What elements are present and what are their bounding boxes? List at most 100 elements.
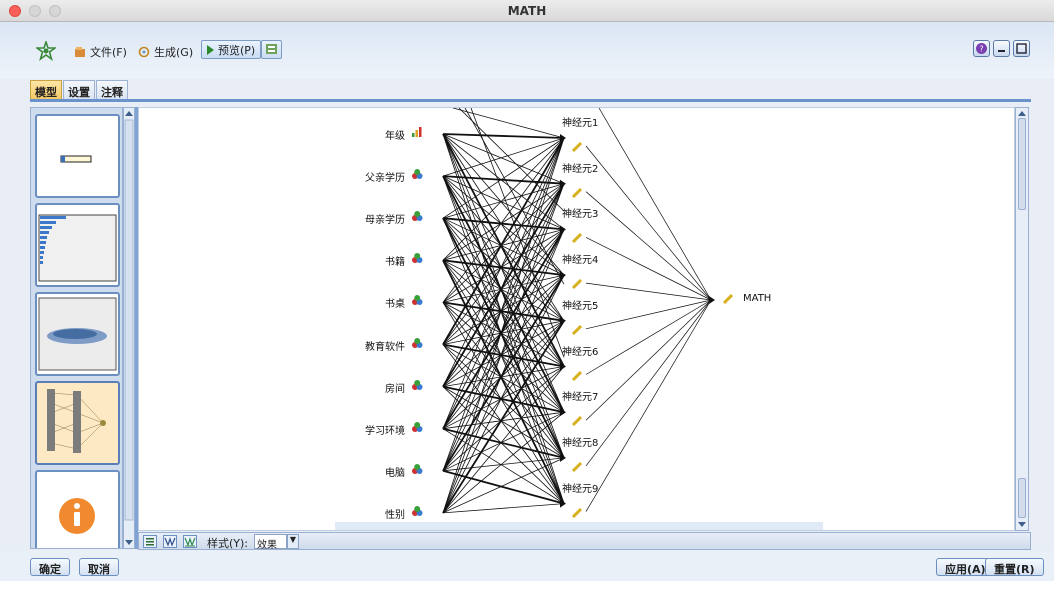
window-bottom-edge <box>0 581 1054 600</box>
nominal-measure-icon <box>412 169 423 180</box>
input-hidden-connection <box>442 302 565 504</box>
nominal-measure-icon <box>412 421 423 432</box>
continuous-measure-icon <box>572 370 582 381</box>
minimize-window-button[interactable] <box>29 5 41 17</box>
hidden-node-label: 神经元3 <box>562 209 599 221</box>
input-hidden-connection <box>442 259 565 505</box>
input-hidden-connection <box>442 274 565 429</box>
bias-connection <box>470 108 565 358</box>
chevron-down-icon[interactable]: ▼ <box>287 534 299 549</box>
close-window-button[interactable] <box>9 5 21 17</box>
input-hidden-connection <box>442 274 565 303</box>
nominal-measure-icon <box>412 211 423 222</box>
maximize-panel-button[interactable] <box>1013 40 1030 57</box>
thumb-model-summary[interactable] <box>35 114 120 198</box>
input-hidden-connection <box>442 137 565 429</box>
thumbnail-scrollbar[interactable] <box>123 107 135 549</box>
cancel-button[interactable]: 取消 <box>79 558 119 576</box>
svg-text:?: ? <box>979 45 983 54</box>
input-hidden-connection <box>442 137 565 387</box>
view-layout-button-3[interactable] <box>183 535 197 548</box>
input-hidden-connection <box>442 175 565 230</box>
input-node-label: 父亲学历 <box>365 173 405 185</box>
input-hidden-connection <box>442 343 565 368</box>
reset-button[interactable]: 重置(R) <box>985 558 1044 576</box>
input-hidden-connection <box>442 175 565 276</box>
export-button[interactable] <box>261 40 282 59</box>
help-button[interactable]: ? <box>973 40 990 57</box>
input-node-label: 电脑 <box>385 467 405 479</box>
bias-connection <box>464 108 565 285</box>
preview-button[interactable]: 预览(P) <box>201 40 262 59</box>
thumb-predictor-importance[interactable] <box>35 203 120 287</box>
input-hidden-connection <box>442 457 565 514</box>
input-hidden-connection <box>442 344 565 504</box>
input-hidden-connection <box>442 217 565 459</box>
input-hidden-connection <box>442 320 565 514</box>
continuous-measure-icon <box>572 461 582 472</box>
input-hidden-connection <box>442 175 565 367</box>
input-hidden-connection <box>442 229 565 387</box>
arrowhead <box>560 362 566 371</box>
view-layout-button-2[interactable] <box>163 535 177 548</box>
hidden-output-connection <box>585 237 712 301</box>
input-hidden-connection <box>442 302 565 459</box>
input-hidden-connection <box>442 366 565 514</box>
preview-label: 预览(P) <box>218 43 256 57</box>
generate-menu[interactable]: 生成(G) <box>132 40 199 60</box>
input-node-label: 性别 <box>385 509 405 521</box>
input-hidden-connection <box>442 183 565 261</box>
input-hidden-connection <box>442 260 565 413</box>
minimize-icon <box>998 50 1005 52</box>
input-hidden-connection <box>442 259 565 367</box>
canvas-scroll-arrows <box>1018 111 1026 527</box>
canvas-scrollbar[interactable] <box>1015 107 1029 531</box>
canvas-scroll-thumb-lower[interactable] <box>1018 478 1026 518</box>
continuous-measure-icon <box>572 507 582 518</box>
continuous-measure-icon <box>572 416 582 427</box>
neural-network-diagram <box>442 108 715 514</box>
file-menu[interactable]: 文件(F) <box>68 40 133 60</box>
input-hidden-connection <box>442 344 565 413</box>
view-layout-button-1[interactable] <box>143 535 157 548</box>
input-hidden-connection <box>442 228 565 430</box>
panel-splitter[interactable] <box>135 107 138 549</box>
continuous-measure-icon <box>723 294 733 304</box>
apply-button[interactable]: 应用(A) <box>936 558 995 576</box>
input-hidden-connection <box>442 320 565 429</box>
input-hidden-connection <box>442 133 565 367</box>
hidden-node-label: 神经元6 <box>562 346 599 358</box>
menu-bar <box>0 22 1054 78</box>
style-select[interactable]: 效果 <box>254 534 287 551</box>
thumb-model-info[interactable] <box>35 470 120 548</box>
input-hidden-connection <box>442 457 565 472</box>
minimize-panel-button[interactable] <box>993 40 1010 57</box>
input-hidden-connection <box>442 183 565 429</box>
hidden-node-label: 神经元5 <box>562 300 599 312</box>
canvas-scroll-thumb[interactable] <box>1018 118 1026 210</box>
hidden-output-connection <box>585 299 712 512</box>
input-hidden-connection <box>442 344 565 459</box>
generate-icon <box>138 46 150 58</box>
input-hidden-connection <box>442 133 565 139</box>
ok-button[interactable]: 确定 <box>30 558 70 576</box>
tab-annotations[interactable]: 注释 <box>96 80 128 100</box>
zoom-window-button[interactable] <box>49 5 61 17</box>
summary-bar-icon <box>60 155 92 163</box>
tab-settings[interactable]: 设置 <box>63 80 95 100</box>
continuous-measure-icon <box>572 233 582 244</box>
thumb-scatter-plot[interactable] <box>35 292 120 376</box>
nominal-measure-icon <box>412 253 423 264</box>
arrowhead <box>560 271 566 280</box>
hidden-output-connection <box>585 145 712 301</box>
input-hidden-connection <box>442 469 565 505</box>
thumb-network-diagram[interactable] <box>35 381 120 465</box>
tab-model[interactable]: 模型 <box>30 80 62 100</box>
window-controls: ? <box>973 40 1030 57</box>
arrowhead <box>560 134 566 142</box>
hidden-output-connection <box>585 299 712 330</box>
input-node-label: 年级 <box>385 131 405 142</box>
file-menu-label: 文件(F) <box>90 45 127 59</box>
input-hidden-connection <box>442 137 565 219</box>
